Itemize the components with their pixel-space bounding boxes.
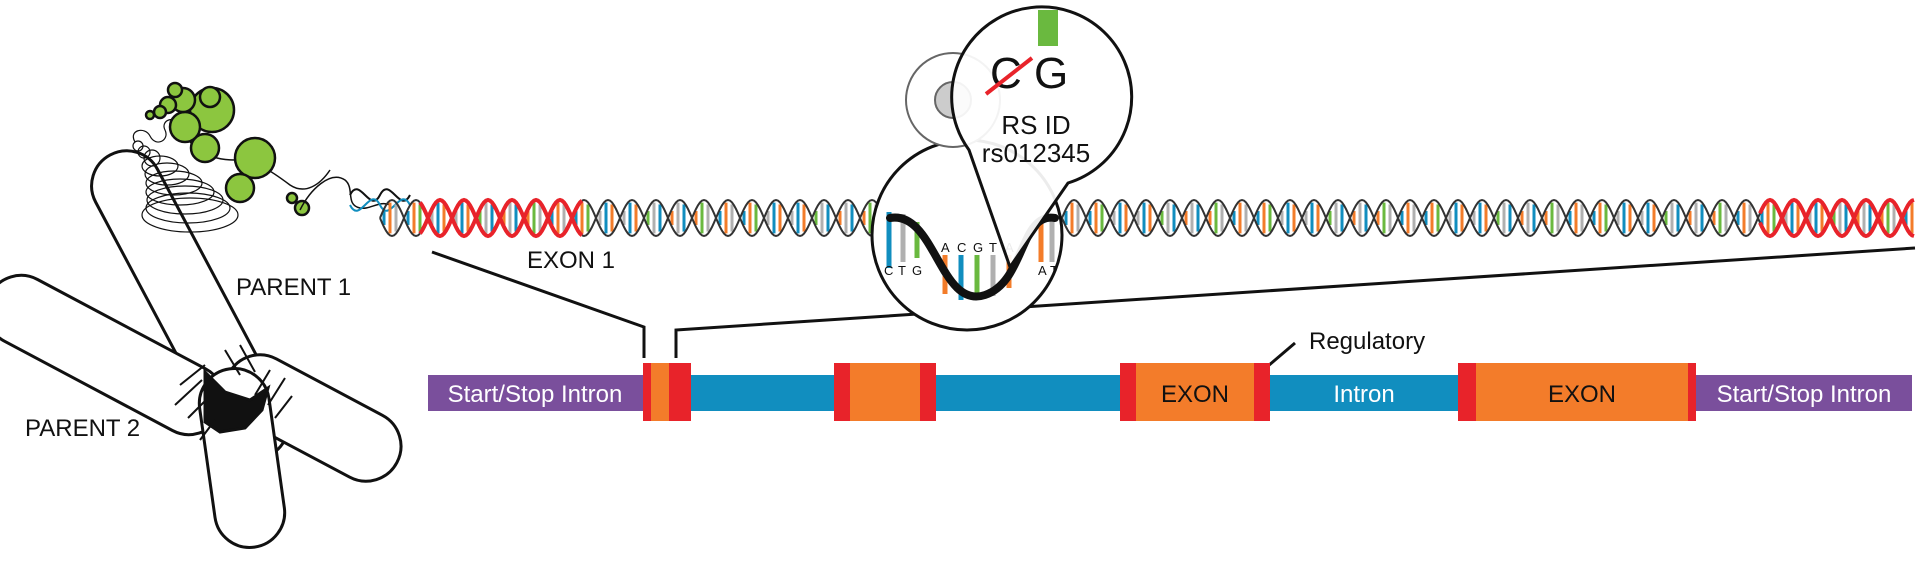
segment-red xyxy=(1120,363,1136,421)
regulatory-label: Regulatory xyxy=(1309,328,1425,355)
base-letter: C xyxy=(957,240,966,255)
segment-red xyxy=(669,363,691,421)
rs-id-value: rs012345 xyxy=(982,138,1090,168)
dna-fiber xyxy=(299,176,391,211)
base-letter: T xyxy=(898,263,906,278)
centromere-hatching xyxy=(174,344,293,441)
base-bar xyxy=(958,255,964,300)
base-letter: A xyxy=(1038,263,1047,278)
base-letter: G xyxy=(973,240,983,255)
segment-intron xyxy=(936,375,1120,411)
chromosome xyxy=(0,149,403,549)
segment-end-intron xyxy=(1696,375,1912,411)
segment-exon xyxy=(850,363,920,421)
base-bar xyxy=(900,214,906,262)
allele-green-marker xyxy=(1038,10,1058,46)
base-bar xyxy=(990,255,996,296)
base-bar xyxy=(1038,218,1044,262)
dna-backbone xyxy=(418,197,584,239)
segment-intron xyxy=(691,375,834,411)
intron-label: Intron xyxy=(1333,381,1394,408)
dna-backbone xyxy=(581,198,881,238)
segment-exon-small xyxy=(651,363,669,421)
dna-backbone xyxy=(1758,197,1915,239)
exon-label: EXON xyxy=(1161,381,1229,408)
dna-backbone xyxy=(1061,198,1761,238)
dna-backbone xyxy=(581,198,881,238)
zoom-lines xyxy=(431,246,1916,368)
segment-red xyxy=(643,363,651,421)
dna-backbone xyxy=(379,198,421,238)
dna-backbone xyxy=(379,198,421,238)
rs-id-title: RS ID xyxy=(1001,110,1070,140)
segment-red xyxy=(834,363,850,421)
parent-1-label: PARENT 1 xyxy=(236,274,351,301)
base-letter: T xyxy=(1050,263,1058,278)
allele-alt: G xyxy=(1034,49,1068,98)
zoom-line-exon-left xyxy=(431,250,646,358)
regulatory-pointer xyxy=(1267,341,1296,368)
dna-backbone xyxy=(1758,197,1915,239)
base-bar xyxy=(886,212,892,268)
nucleosome-beads xyxy=(144,81,331,217)
base-letter: A xyxy=(941,240,950,255)
segment-red xyxy=(1458,363,1476,421)
dna-helix xyxy=(379,197,1915,239)
exon-1-label: EXON 1 xyxy=(527,247,615,274)
segment-red xyxy=(1688,363,1696,421)
base-bar xyxy=(974,255,980,300)
base-bar xyxy=(1049,216,1055,262)
dna-backbone xyxy=(1061,198,1761,238)
exon2-label: EXON xyxy=(1548,381,1616,408)
segment-intron-labeled xyxy=(1270,375,1458,411)
chromatin-coil xyxy=(132,118,239,233)
base-letter: C xyxy=(884,263,893,278)
gene-bar: Start/Stop Intron EXON Intron EXON Start… xyxy=(428,363,1912,421)
segment-red xyxy=(1254,363,1270,421)
start-intron-label: Start/Stop Intron xyxy=(448,381,623,408)
snp-callout: C G RS ID rs012345 xyxy=(905,5,1134,271)
segment-exon-labeled xyxy=(1136,363,1254,421)
base-letter: G xyxy=(912,263,922,278)
zoom-line-exon-right xyxy=(674,246,1916,358)
base-bar xyxy=(914,222,920,258)
strike-through xyxy=(984,56,1034,96)
parent-2-label: PARENT 2 xyxy=(25,415,140,442)
segment-red xyxy=(920,363,936,421)
dna-small-helix xyxy=(349,188,411,212)
end-intron-label: Start/Stop Intron xyxy=(1717,381,1892,408)
segment-start-intron xyxy=(428,375,643,411)
segment-exon2-labeled xyxy=(1476,363,1688,421)
base-letter: T xyxy=(989,240,997,255)
allele-ref: C xyxy=(990,49,1022,98)
callout-balloon xyxy=(950,5,1134,271)
